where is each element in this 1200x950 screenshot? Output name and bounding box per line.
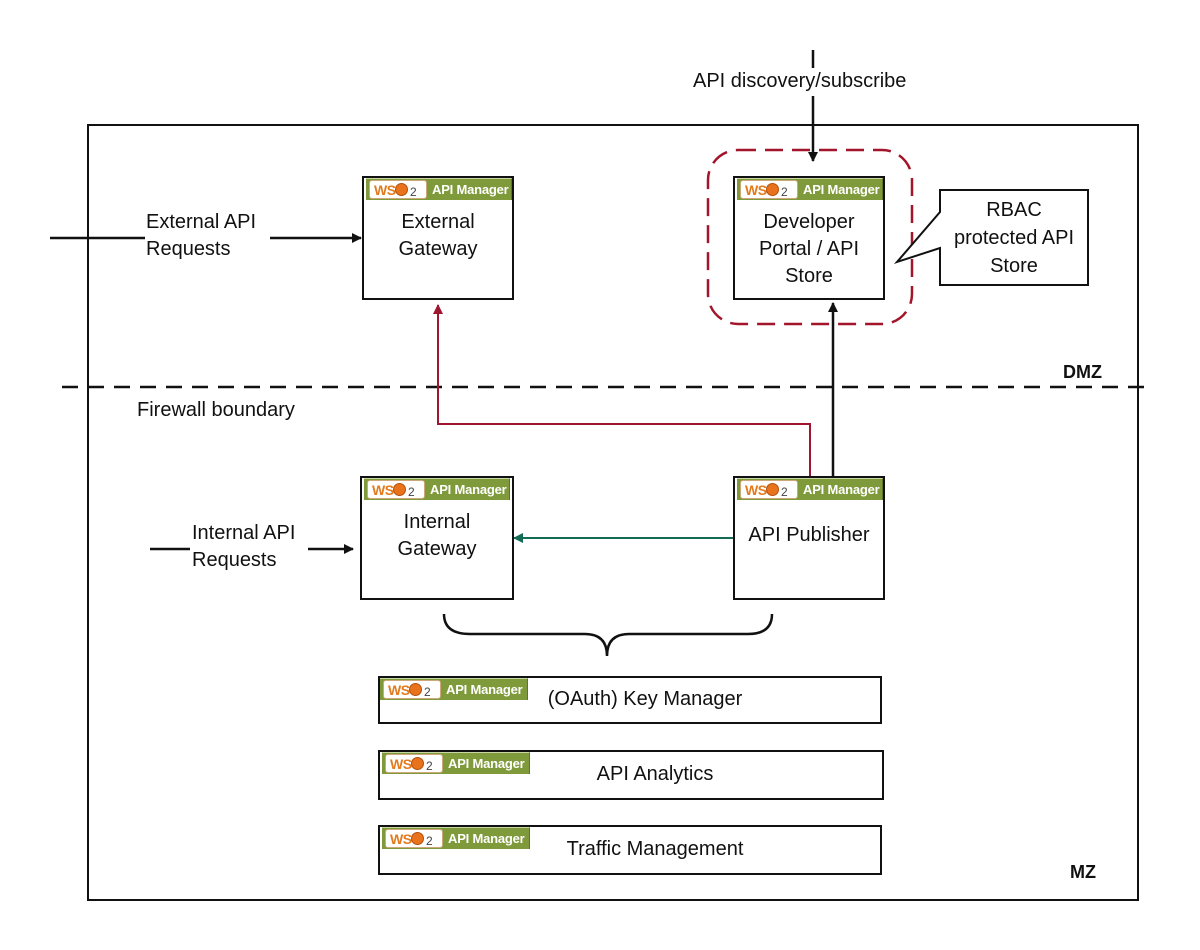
key-manager-label: (OAuth) Key Manager	[547, 688, 743, 710]
badge-product-name: API Manager	[803, 482, 880, 497]
developer-portal-label: Developer Portal / API Store	[758, 211, 860, 287]
grouping-brace	[442, 613, 774, 657]
mz-label: MZ	[1070, 862, 1096, 882]
external-requests-label: External API Requests	[146, 211, 257, 260]
rbac-callout-text: RBAC protected API Store	[953, 199, 1075, 277]
system-boundary	[87, 124, 1139, 901]
internal-requests-label: Internal API Requests	[192, 522, 296, 571]
badge-product-name: API Manager	[448, 831, 525, 846]
analytics-label: API Analytics	[596, 763, 714, 785]
traffic-management-label: Traffic Management	[566, 838, 744, 860]
badge-product-name: API Manager	[430, 482, 507, 497]
external-gateway-label: External Gateway	[398, 211, 478, 260]
badge-product-name: API Manager	[448, 756, 525, 771]
badge-product-name: API Manager	[432, 182, 509, 197]
badge-product-name: API Manager	[803, 182, 880, 197]
rbac-outline	[706, 148, 914, 326]
publish-external-link	[433, 304, 811, 476]
internal-gateway-label: Internal Gateway	[397, 511, 477, 560]
firewall-label: Firewall boundary	[137, 399, 295, 421]
badge-product-name: API Manager	[446, 682, 523, 697]
rbac-callout	[893, 189, 1089, 286]
api-discovery-label: API discovery/subscribe	[693, 70, 907, 92]
api-publisher-label: API Publisher	[748, 524, 870, 546]
dmz-label: DMZ	[1063, 362, 1102, 382]
